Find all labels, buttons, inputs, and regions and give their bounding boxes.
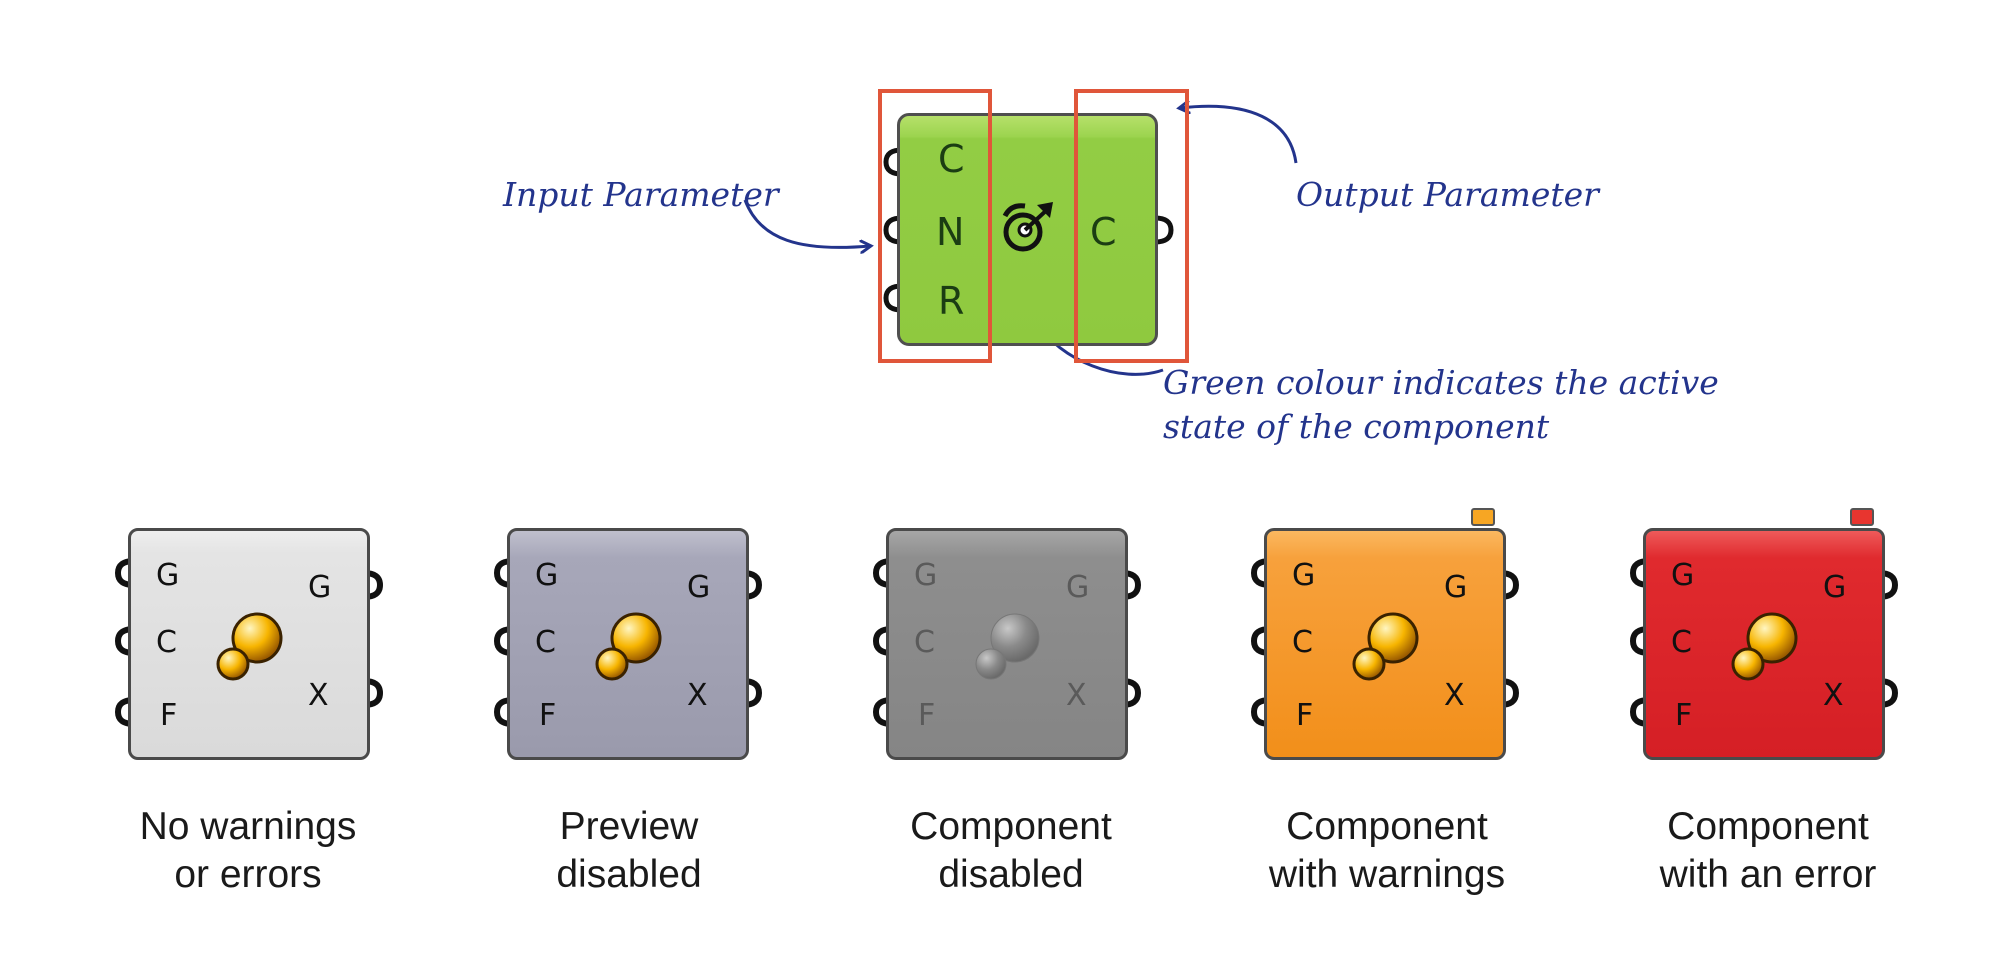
top-output-ports [1154, 215, 1174, 245]
input-port-nub[interactable] [114, 626, 135, 656]
caption-line: No warnings [139, 805, 357, 848]
input-port-nub[interactable] [1629, 626, 1650, 656]
warning-flag-icon[interactable] [1471, 508, 1495, 526]
input-label: G [1292, 558, 1316, 593]
caption-line: Component [910, 805, 1112, 848]
spheres-icon [1731, 612, 1798, 681]
input-port-nub[interactable] [114, 558, 135, 588]
component-caption: Component disabled [861, 803, 1161, 899]
input-arrow [743, 199, 870, 247]
input-label: R [938, 279, 965, 323]
caption-line: or errors [174, 853, 322, 896]
output-label: X [687, 678, 708, 713]
caption-line: with an error [1659, 853, 1877, 896]
output-label: G [1066, 570, 1090, 605]
output-port-nub[interactable] [1878, 570, 1899, 600]
component-caption: No warnings or errors [98, 803, 398, 899]
input-port-nub[interactable] [1250, 697, 1271, 727]
component-caption: Component with warnings [1237, 803, 1537, 899]
caption-line: with warnings [1268, 853, 1506, 896]
input-label: F [160, 698, 178, 733]
component-ports [493, 558, 763, 727]
circle-target-arrow-icon [1002, 202, 1053, 252]
input-label: C [535, 625, 556, 660]
spheres-icon [595, 612, 662, 681]
input-port-nub[interactable] [1250, 626, 1271, 656]
component-ports [872, 558, 1142, 727]
output-label: X [308, 678, 329, 713]
output-port-nub[interactable] [1121, 570, 1142, 600]
caption-line: disabled [556, 853, 702, 896]
input-label: F [918, 698, 936, 733]
green-colour-note-line2: state of the component [1163, 407, 1550, 446]
output-port-nub[interactable] [742, 570, 763, 600]
top-input-ports [883, 147, 903, 313]
input-label: G [156, 558, 180, 593]
input-port-nub[interactable] [114, 697, 135, 727]
input-port-nub[interactable] [493, 558, 514, 588]
spheres-icon [975, 613, 1040, 680]
component-ports [1629, 558, 1899, 727]
caption-line: disabled [938, 853, 1084, 896]
input-label: C [1292, 625, 1313, 660]
input-label: G [535, 558, 559, 593]
input-port-nub[interactable] [1629, 697, 1650, 727]
output-label: G [308, 570, 332, 605]
output-port-nub[interactable] [1499, 678, 1520, 708]
input-label: G [1671, 558, 1695, 593]
input-label: N [936, 210, 965, 254]
output-label: X [1823, 678, 1844, 713]
component-caption: Component with an error [1618, 803, 1918, 899]
output-port-nub[interactable] [1499, 570, 1520, 600]
input-label: F [1296, 698, 1314, 733]
output-label: C [1090, 210, 1117, 254]
input-label: C [914, 625, 935, 660]
output-port-nub[interactable] [1121, 678, 1142, 708]
error-flag-icon[interactable] [1850, 508, 1874, 526]
caption-line: Component [1667, 805, 1869, 848]
output-label: G [1823, 570, 1847, 605]
input-port-nub[interactable] [872, 558, 893, 588]
output-label: G [1444, 570, 1468, 605]
top-component[interactable]: C N R C [897, 113, 1158, 346]
input-port-nub[interactable] [493, 626, 514, 656]
input-highlight-box [878, 89, 992, 363]
input-port-nub[interactable] [872, 697, 893, 727]
input-label: C [938, 137, 965, 181]
spheres-icon [1352, 612, 1419, 681]
input-port-nub[interactable] [872, 626, 893, 656]
output-port-nub[interactable] [742, 678, 763, 708]
input-label: F [539, 698, 557, 733]
output-label: G [687, 570, 711, 605]
spheres-icon [216, 612, 283, 681]
input-label: C [1671, 625, 1692, 660]
input-label: F [1675, 698, 1693, 733]
input-parameter-note: Input Parameter [503, 175, 779, 214]
output-port-nub[interactable] [363, 570, 384, 600]
output-port-nub[interactable] [1878, 678, 1899, 708]
caption-line: Preview [559, 805, 699, 848]
input-port-nub[interactable] [493, 697, 514, 727]
input-label: G [914, 558, 938, 593]
caption-line: Component [1286, 805, 1488, 848]
input-label: C [156, 625, 177, 660]
input-port-nub[interactable] [1629, 558, 1650, 588]
output-port-nub[interactable] [363, 678, 384, 708]
green-colour-note-line1: Green colour indicates the active [1163, 363, 1719, 402]
component-caption: Preview disabled [479, 803, 779, 899]
output-label: X [1444, 678, 1465, 713]
component-ports [114, 558, 384, 727]
input-port-nub[interactable] [1250, 558, 1271, 588]
output-label: X [1066, 678, 1087, 713]
output-arrow [1180, 106, 1298, 164]
output-highlight-box [1074, 89, 1189, 363]
component-ports [1250, 558, 1520, 727]
output-parameter-note: Output Parameter [1296, 175, 1599, 214]
